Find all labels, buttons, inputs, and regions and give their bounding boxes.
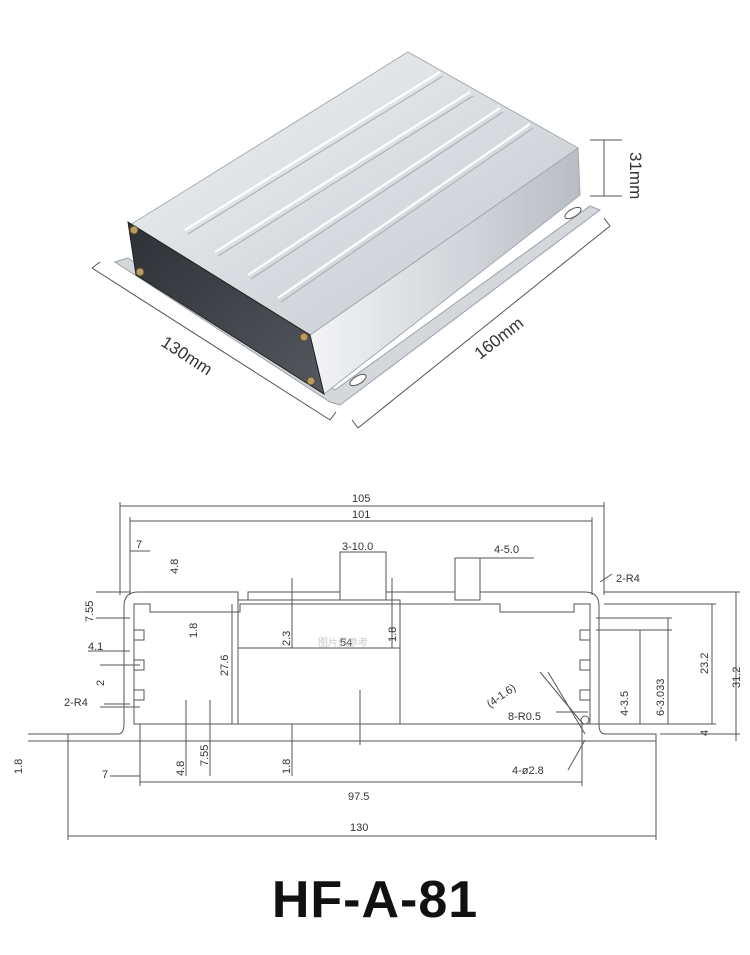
dim-height-label: 31mm [626, 152, 645, 199]
dim-inner-radius: 8-R0.5 [508, 711, 541, 723]
dim-right-31-2: 31.2 [731, 667, 743, 688]
dim-left-1-8-inner: 1.8 [188, 623, 200, 638]
dim-bottom-7: 7 [102, 769, 108, 781]
top-ribs [184, 70, 531, 300]
enclosure-end-plate [127, 221, 325, 396]
dim-left-7-55-top: 7.55 [84, 601, 96, 622]
dim-bottom-4-8: 4.8 [175, 761, 187, 776]
dim-right-4: 4 [699, 730, 711, 736]
dim-base-1-8: 1.8 [13, 759, 25, 774]
dim-center-1-8: 1.8 [387, 627, 399, 642]
dim-center-54: 54 [340, 637, 352, 649]
drawing-labels: 105 101 3-10.0 4-5.0 2-R4 7 4.8 7.55 1.8… [13, 493, 743, 834]
dim-length-label: 160mm [471, 313, 527, 363]
dim-left-4-8-top: 4.8 [169, 559, 181, 574]
dim-105: 105 [352, 493, 370, 505]
dim-height-27-6: 27.6 [219, 655, 231, 676]
dim-bottom-1-8: 1.8 [281, 759, 293, 774]
dim-height [590, 139, 622, 197]
dim-left-7-top: 7 [136, 539, 142, 551]
dim-slots-top: 3-10.0 [342, 541, 373, 553]
screw-icon [129, 225, 316, 386]
dim-bottom-7-55: 7.55 [199, 745, 211, 766]
mounting-slot-icon [349, 206, 582, 387]
dim-length [351, 217, 611, 429]
cross-section-drawing [28, 502, 740, 840]
dim-width-label: 130mm [158, 332, 216, 379]
dim-span-97-5: 97.5 [348, 791, 369, 803]
dim-overall-130: 130 [350, 822, 368, 834]
dim-radius-bottom: 2-R4 [64, 697, 88, 709]
dim-101: 101 [352, 509, 370, 521]
dim-right-23-2: 23.2 [699, 653, 711, 674]
dim-hole-slots: (4-1.6) [485, 682, 518, 710]
watermark: 图​片​供​参​考 [318, 636, 368, 649]
model-name: HF-A-81 [271, 871, 479, 929]
dim-right-6-3-033: 6-3.033 [655, 679, 667, 716]
dim-right-4-3-5: 4-3.5 [619, 691, 631, 716]
profile-outline [67, 591, 657, 742]
dim-center-2-3: 2.3 [281, 631, 293, 646]
dim-left-2: 2 [95, 680, 107, 686]
enclosure-3d-view: 31mm 130mm 160mm [91, 51, 645, 429]
dim-radius-top: 2-R4 [616, 573, 640, 585]
dim-left-4-1: 4.1 [88, 641, 103, 653]
dim-width [91, 261, 337, 421]
dim-ribs-top: 4-5.0 [494, 544, 519, 556]
dim-holes: 4-ø2.8 [512, 765, 544, 777]
